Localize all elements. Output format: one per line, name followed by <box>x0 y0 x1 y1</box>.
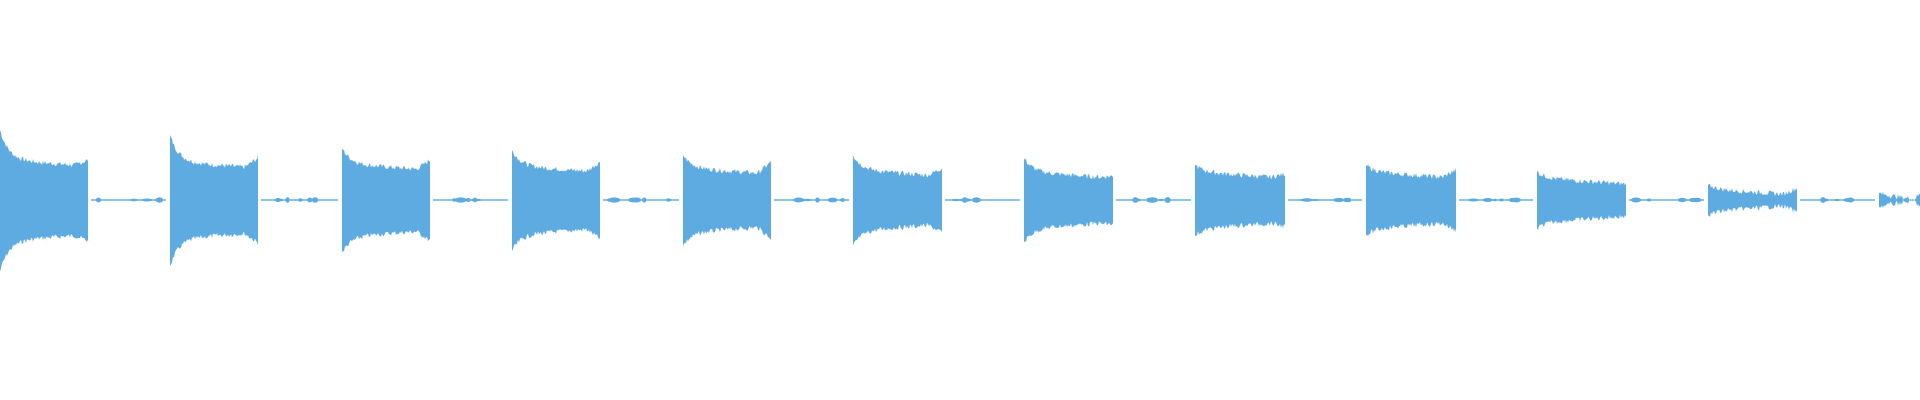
waveform-blip <box>285 197 290 203</box>
waveform-blip <box>950 198 962 202</box>
waveform-burst <box>1195 164 1285 236</box>
waveform-blip <box>1164 197 1171 203</box>
waveform-blip <box>1689 197 1698 203</box>
waveform-blip <box>155 197 164 203</box>
waveform-blip <box>130 198 138 202</box>
waveform-blip <box>1646 198 1652 202</box>
waveform-blip <box>815 197 820 203</box>
waveform-blip <box>1820 197 1825 203</box>
waveform-burst <box>512 150 600 251</box>
waveform-blip <box>804 198 812 202</box>
waveform-burst <box>853 155 942 246</box>
waveform-blip <box>665 198 672 202</box>
waveform-quiet-segment <box>1288 199 1362 201</box>
waveform-burst <box>683 155 771 246</box>
waveform-blip <box>608 197 621 203</box>
waveform-blip <box>1333 197 1345 203</box>
waveform-blip <box>1677 197 1687 203</box>
waveform-blip <box>1499 198 1504 202</box>
waveform-quiet-segment <box>774 199 849 201</box>
waveform-burst <box>170 135 258 267</box>
waveform-blip <box>1158 198 1164 202</box>
waveform-blip <box>472 197 478 203</box>
waveform-blip <box>1301 198 1313 202</box>
waveform-burst <box>1537 171 1626 230</box>
waveform-blip <box>1833 198 1841 202</box>
waveform-blip <box>307 197 313 203</box>
waveform-blip <box>628 197 640 203</box>
waveform-burst <box>1879 191 1920 209</box>
waveform-quiet-segment <box>945 199 1020 201</box>
waveform-blip <box>799 198 806 202</box>
waveform-blip <box>1492 198 1497 202</box>
waveform-burst <box>1024 158 1113 243</box>
waveform-blip <box>642 197 647 203</box>
waveform-blip <box>962 197 968 203</box>
waveform-burst <box>0 130 88 272</box>
waveform-blip <box>1632 198 1642 202</box>
waveform-blip <box>1482 198 1493 202</box>
waveform-blip <box>1467 198 1479 202</box>
waveform-burst <box>342 148 430 253</box>
waveform-blip <box>455 198 462 202</box>
waveform-blip <box>1310 199 1320 201</box>
waveform-blip <box>311 197 319 203</box>
waveform-blip <box>141 198 153 202</box>
waveform-blip <box>827 197 838 203</box>
waveform-blip <box>840 198 845 202</box>
waveform-blip <box>465 198 471 202</box>
waveform-blip <box>974 197 980 203</box>
waveform-blip <box>95 197 102 203</box>
waveform-blip <box>1132 197 1139 203</box>
waveform-blip <box>274 198 284 202</box>
waveform-blip <box>1512 197 1521 203</box>
waveform-quiet-segment <box>1629 199 1704 201</box>
waveform-blip <box>1843 198 1853 202</box>
waveform-quiet-segment <box>91 199 166 201</box>
waveform-burst <box>1366 164 1456 237</box>
waveform-burst <box>1708 183 1797 217</box>
waveform-blip <box>298 198 303 202</box>
waveform-blip <box>1343 197 1350 203</box>
waveform-blip <box>1146 197 1158 203</box>
